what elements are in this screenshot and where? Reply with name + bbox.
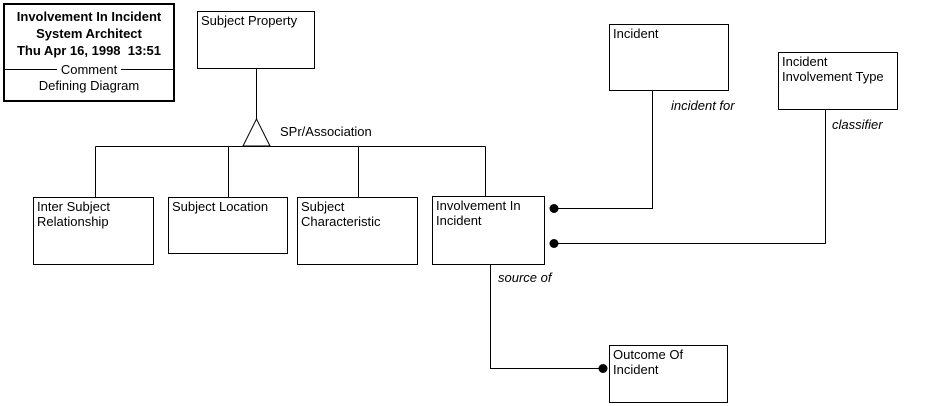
separator-rule-right: [121, 69, 174, 70]
comment-separator: Comment: [5, 62, 174, 77]
connector-source-of: [490, 265, 600, 369]
node-subject-characteristic-label: Subject Characteristic: [301, 199, 381, 229]
node-outcome-of-incident[interactable]: Outcome Of Incident: [609, 345, 728, 403]
node-inter-subject-relationship-label: Inter Subject Relationship: [37, 199, 110, 229]
node-involvement-in-incident[interactable]: Involvement In Incident: [432, 196, 545, 265]
node-incident-involvement-type[interactable]: Incident Involvement Type: [778, 52, 898, 110]
node-outcome-of-incident-label: Outcome Of Incident: [613, 347, 684, 377]
separator-rule-left: [5, 69, 57, 70]
comment-label: Comment: [60, 62, 118, 77]
node-subject-characteristic[interactable]: Subject Characteristic: [297, 197, 418, 265]
diagram-tool-name: System Architect: [36, 26, 142, 41]
diagram-timestamp: Thu Apr 16, 1998 13:51: [16, 43, 162, 58]
relationship-dot-outcome: [598, 364, 608, 373]
edge-label-incident-for: incident for: [671, 98, 735, 113]
edge-label-association: SPr/Association: [280, 124, 372, 139]
node-subject-location-label: Subject Location: [172, 199, 269, 214]
node-involvement-in-incident-label: Involvement In Incident: [436, 198, 521, 228]
node-inter-subject-relationship[interactable]: Inter Subject Relationship: [33, 197, 154, 265]
edge-label-classifier: classifier: [832, 117, 883, 132]
diagram-title-box[interactable]: Involvement In Incident System Architect…: [3, 3, 175, 102]
node-subject-property[interactable]: Subject Property: [197, 11, 315, 69]
relationship-dot-incident: [549, 204, 559, 213]
association-triangle-icon: [242, 117, 271, 147]
edge-label-source-of: source of: [498, 270, 552, 285]
node-incident[interactable]: Incident: [609, 24, 729, 91]
connector-incident-for: [557, 91, 653, 209]
diagram-title: Involvement In Incident: [16, 9, 162, 24]
diagram-description: Defining Diagram: [38, 78, 140, 93]
node-subject-property-label: Subject Property: [201, 13, 298, 28]
node-incident-label: Incident: [613, 26, 659, 41]
connector-classifier: [557, 110, 826, 244]
node-subject-location[interactable]: Subject Location: [168, 197, 288, 254]
relationship-dot-classifier: [549, 239, 559, 248]
node-incident-involvement-type-label: Incident Involvement Type: [782, 54, 884, 84]
